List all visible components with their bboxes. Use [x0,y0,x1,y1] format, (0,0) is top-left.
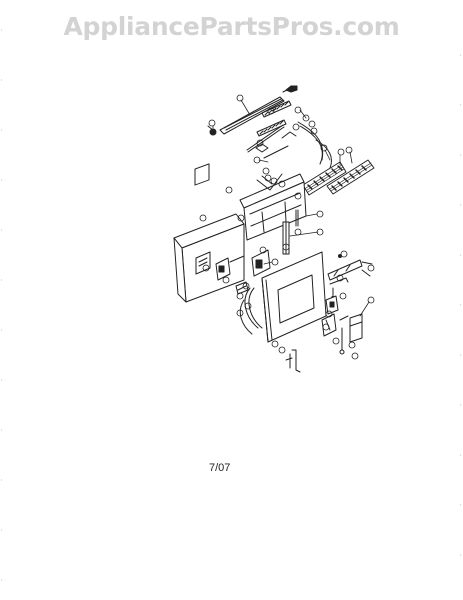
pin-part [339,327,345,355]
page-date-code: 7/07 [209,462,231,474]
rod-part [246,124,285,153]
frame-brackets-part [256,145,289,191]
left-edge-dots [0,29,3,581]
wire-harness-part [297,121,332,169]
upper-frame-part [239,173,307,241]
top-connector-part [282,85,298,93]
hatched-panel-large-part [302,161,347,196]
middle-hatched-strip-part [256,119,287,137]
small-screw-part [207,125,217,136]
hatched-panel-rear-part [326,159,375,195]
left-cabinet-panel-part [173,163,245,303]
watermark-logo: AppliancePartsPros.com [63,12,400,41]
latch-assembly-part [329,277,349,301]
thermostat-part [325,295,339,315]
callout-bubbles [199,94,375,360]
vertical-post-part [282,221,290,255]
curved-handle-part [239,287,263,335]
switch-box-part [215,255,245,281]
mounting-rod-part [295,209,299,227]
right-edge-dots [459,54,462,556]
bracket-clip-part [255,131,297,153]
side-bracket-part [339,313,363,343]
small-clip-part [235,281,249,295]
top-rail-part [219,96,285,135]
front-door-panel-part [261,251,327,343]
right-bracket-bar-part [327,254,373,281]
bottom-bracket-part [285,349,301,373]
